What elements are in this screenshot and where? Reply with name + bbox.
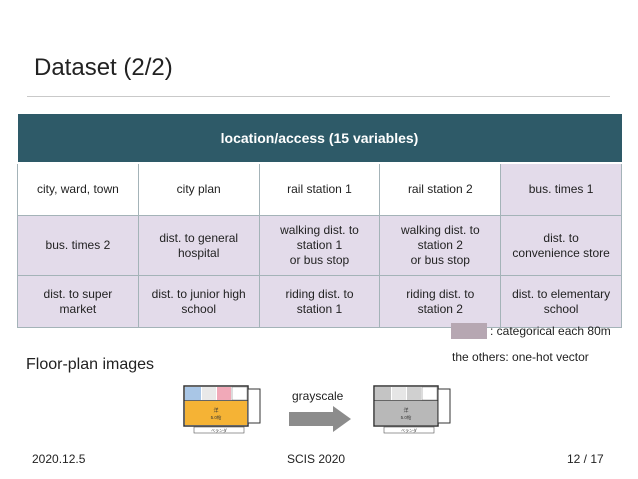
balcony-label: ベランダ (211, 427, 227, 433)
grayscale-arrow-icon (289, 406, 351, 432)
floor-plan-color-image: 洋 5.0帖 ベランダ (180, 383, 264, 435)
room-size-label: 5.0帖 (211, 414, 222, 421)
floor-plan-gray-image: 洋 5.0帖 ベランダ (370, 383, 454, 435)
footer-page-number: 12 / 17 (567, 452, 604, 466)
balcony-label: ベランダ (401, 427, 417, 433)
footer-venue: SCIS 2020 (287, 452, 346, 466)
categorical-legend-label: : categorical each 80m (490, 324, 611, 338)
variables-table: location/access (15 variables) city, war… (17, 114, 622, 328)
table-header: location/access (15 variables) (17, 114, 622, 164)
slide-title: Dataset (2/2) (34, 54, 173, 81)
table-cell: bus. times 2 (17, 215, 139, 276)
table-cell: city plan (137, 162, 260, 216)
grayscale-label: grayscale (292, 389, 344, 403)
table-cell: rail station 1 (258, 162, 381, 216)
categorical-legend-swatch (451, 323, 487, 339)
room-label: 洋 (213, 407, 218, 414)
floor-plan-label: Floor-plan images (26, 356, 155, 373)
room-label: 洋 (403, 407, 408, 414)
room-size-label: 5.0帖 (401, 414, 412, 421)
table-cell: bus. times 1 (500, 162, 622, 216)
others-legend-label: the others: one-hot vector (452, 350, 589, 364)
footer-date: 2020.12.5 (32, 452, 86, 466)
title-divider (27, 96, 610, 97)
table-cell: city, ward, town (17, 162, 139, 216)
table-cell: rail station 2 (379, 162, 502, 216)
